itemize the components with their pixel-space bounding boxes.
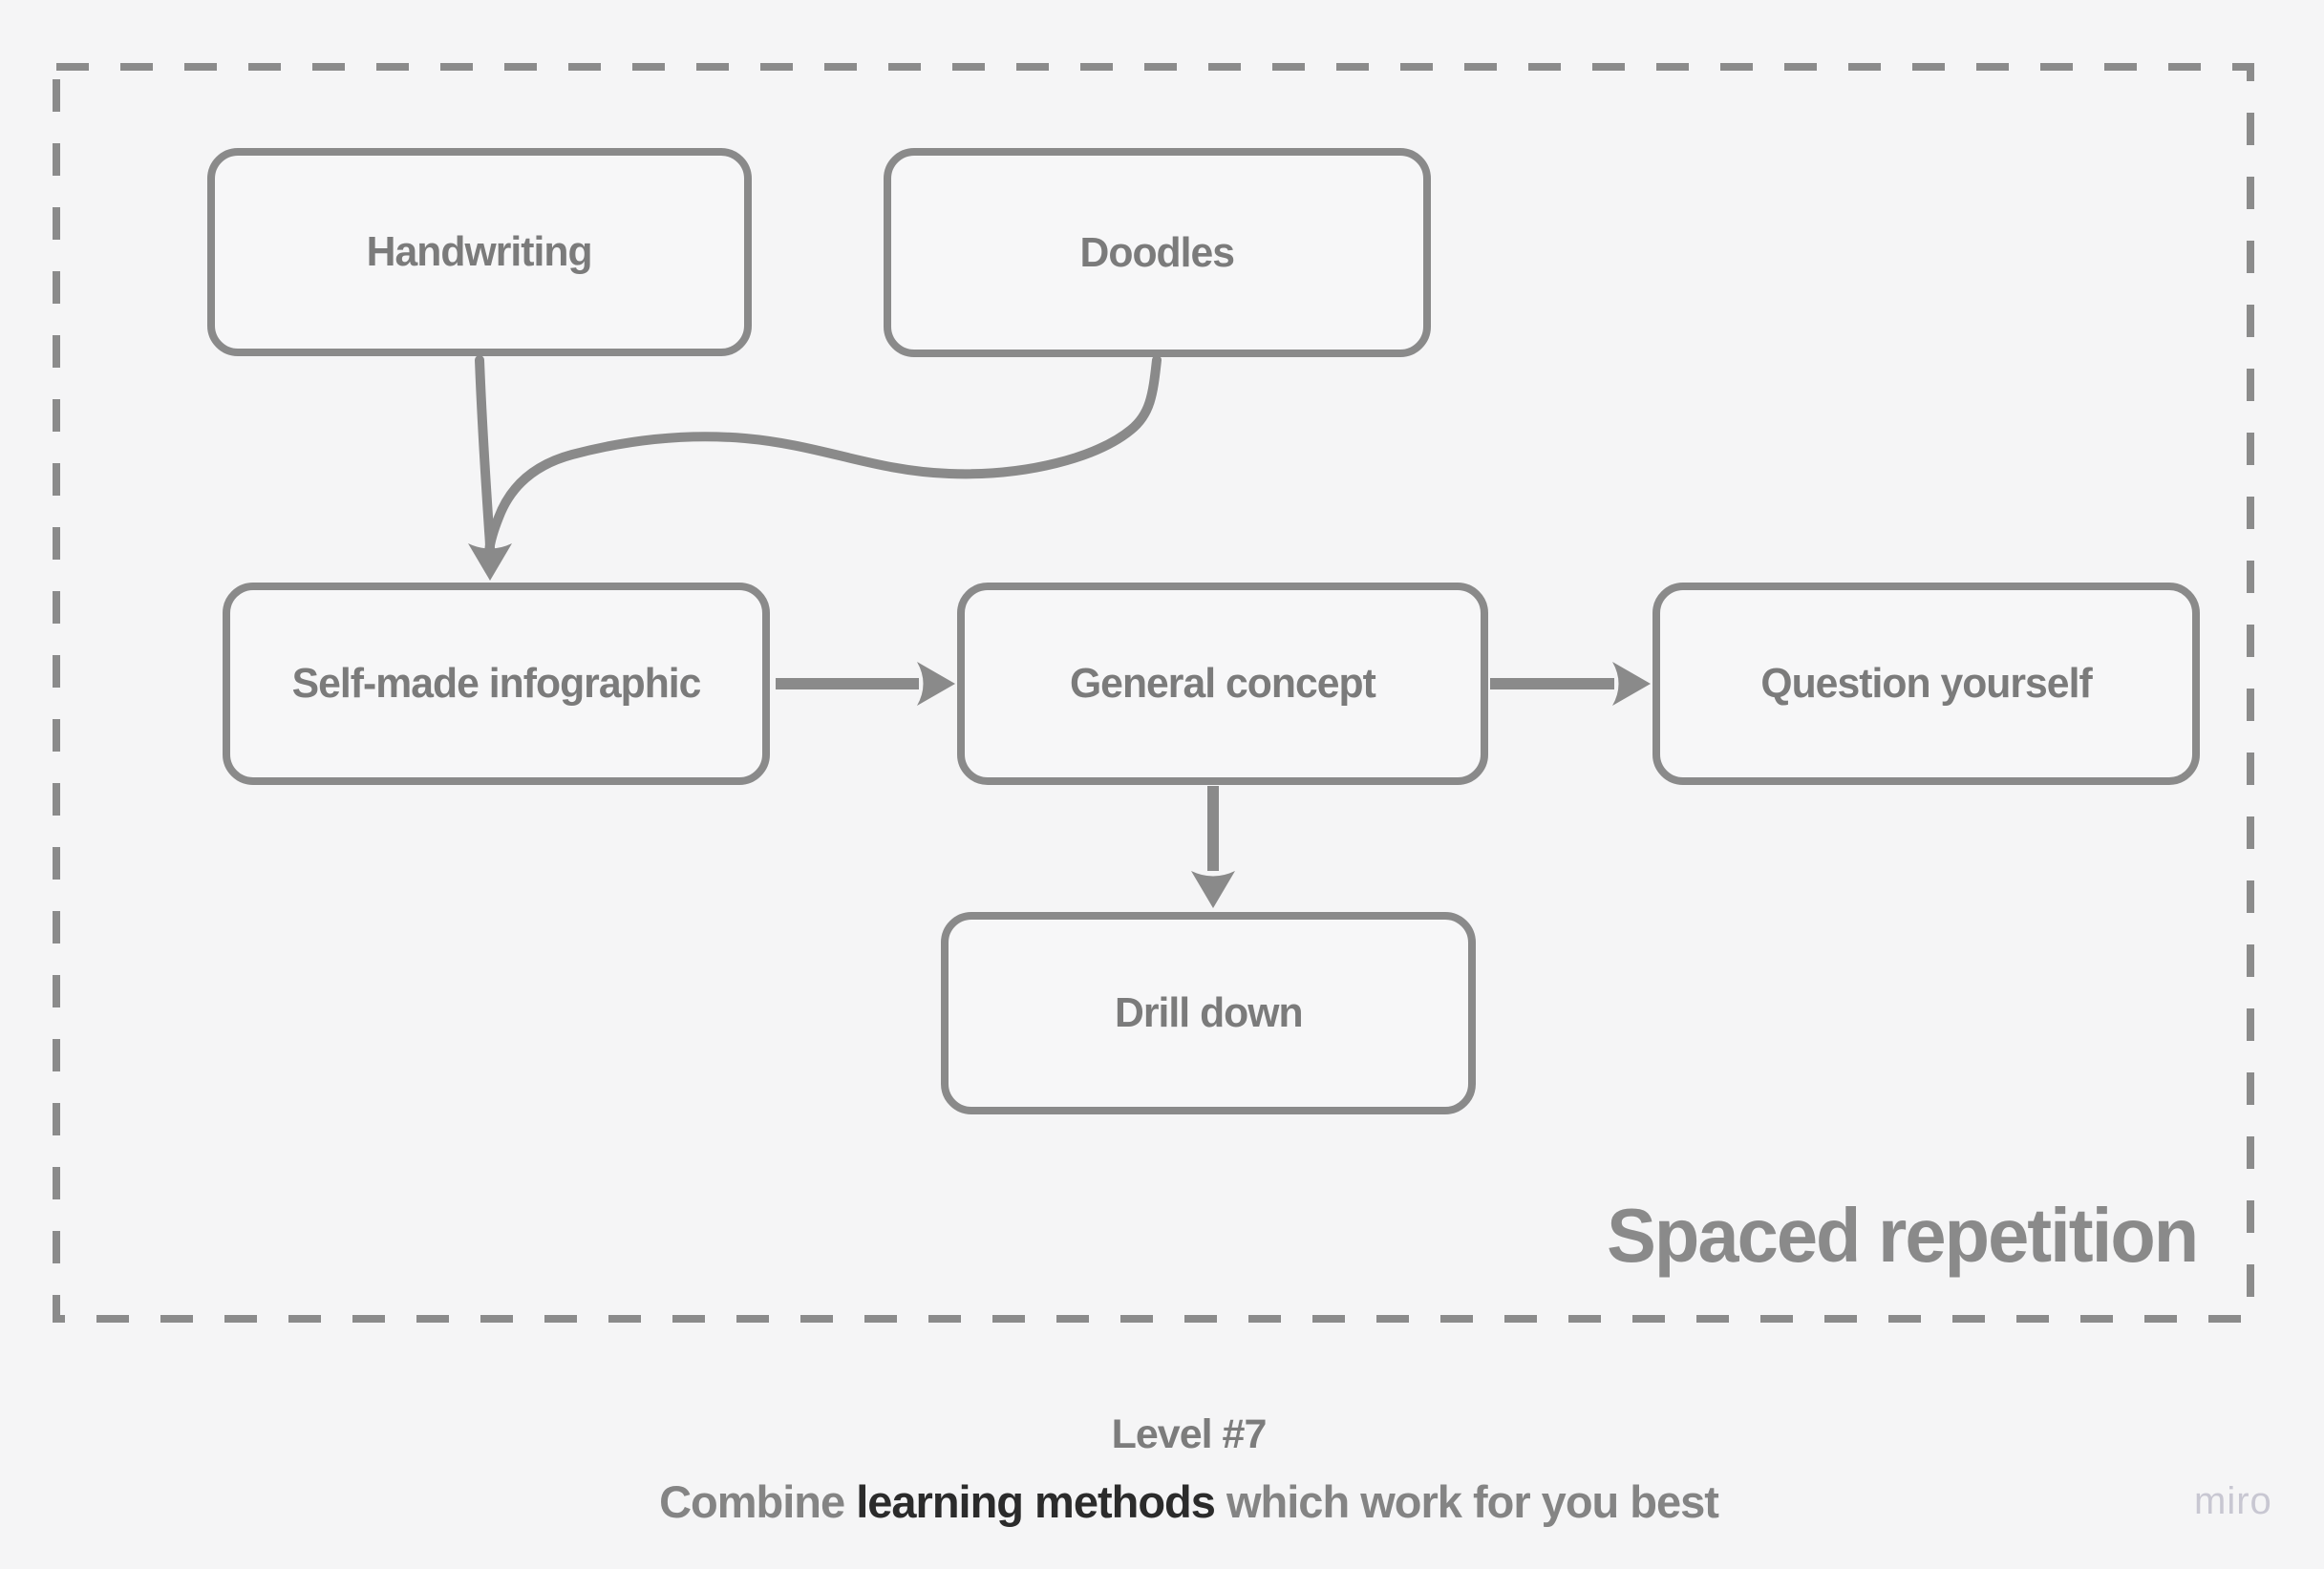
shape-doodles[interactable]: Doodles bbox=[884, 148, 1431, 357]
connector-doodles-to-infographic[interactable] bbox=[484, 355, 1162, 557]
arrowhead-down-infographic-icon bbox=[468, 543, 512, 581]
caption-level[interactable]: Level #7 bbox=[1111, 1411, 1268, 1457]
arrowhead-right-general-icon bbox=[917, 662, 955, 706]
arrowhead-down-drill-icon bbox=[1191, 871, 1235, 908]
shape-self-made-infographic-label: Self-made infographic bbox=[291, 660, 702, 707]
shape-doodles-label: Doodles bbox=[1079, 228, 1236, 276]
frame-title[interactable]: Spaced repetition bbox=[1606, 1193, 2199, 1278]
shape-handwriting[interactable]: Handwriting bbox=[207, 148, 752, 356]
caption-description-suffix: which work for you best bbox=[1214, 1476, 1719, 1527]
caption-description-prefix: Combine bbox=[659, 1476, 857, 1527]
connector-handwriting-to-infographic[interactable] bbox=[475, 355, 495, 555]
shape-question-yourself[interactable]: Question yourself bbox=[1652, 583, 2200, 785]
shape-question-yourself-label: Question yourself bbox=[1760, 660, 2092, 707]
shape-self-made-infographic[interactable]: Self-made infographic bbox=[223, 583, 770, 785]
shape-general-concept[interactable]: General concept bbox=[957, 583, 1488, 785]
miro-watermark: miro bbox=[2194, 1480, 2272, 1522]
shape-handwriting-label: Handwriting bbox=[367, 228, 593, 275]
shape-drill-down-label: Drill down bbox=[1114, 989, 1304, 1036]
frame-spaced-repetition-border[interactable] bbox=[53, 63, 2254, 1323]
shape-general-concept-label: General concept bbox=[1070, 660, 1376, 707]
arrowhead-right-question-icon bbox=[1612, 662, 1651, 706]
caption-description-highlight: learning methods bbox=[856, 1476, 1216, 1527]
shape-drill-down[interactable]: Drill down bbox=[941, 912, 1476, 1114]
caption-description[interactable]: Combine learning methods which work for … bbox=[27, 1475, 2324, 1528]
